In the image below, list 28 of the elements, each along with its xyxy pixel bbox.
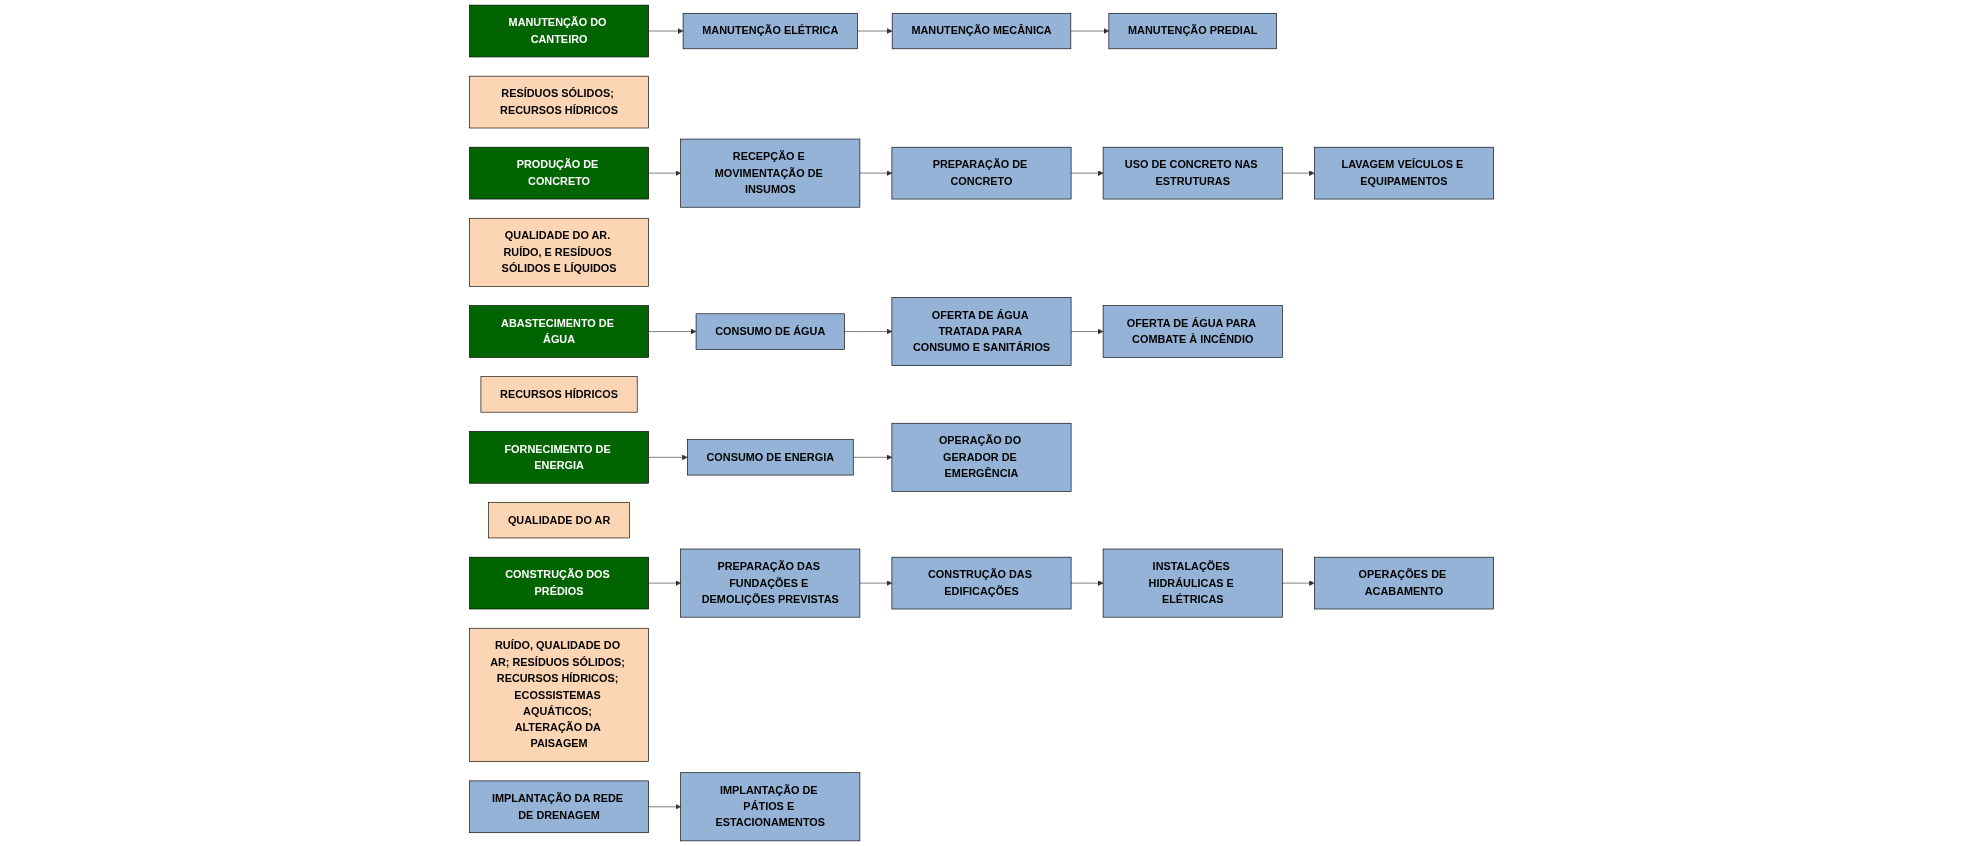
node-box: CONSUMO DE ÁGUA — [695, 313, 845, 350]
node-box: IMPLANTAÇÃO DE PÁTIOS E ESTACIONAMENTOS — [680, 772, 861, 842]
node-box: ABASTECIMENTO DE ÁGUA — [469, 305, 649, 358]
node-box: PREPARAÇÃO DE CONCRETO — [891, 146, 1072, 200]
node-box: PREPARAÇÃO DAS FUNDAÇÕES E DEMOLIÇÕES PREVISTAS — [680, 548, 861, 618]
node-box: QUALIDADE DO AR — [488, 502, 630, 539]
node-box: USO DE CONCRETO NAS ESTRUTURAS — [1102, 146, 1283, 200]
node-box: MANUTENÇÃO DO CANTEIRO — [469, 4, 649, 58]
node-box: LAVAGEM VEÍCULOS E EQUIPAMENTOS — [1314, 146, 1494, 200]
node-box: CONSTRUÇÃO DOS PRÉDIOS — [469, 556, 649, 610]
node-box: RESÍDUOS SÓLIDOS; RECURSOS HÍDRICOS — [469, 75, 649, 129]
node-box: QUALIDADE DO AR. RUÍDO, E RESÍDUOS SÓLIDOS E LÍQUIDOS — [469, 217, 649, 287]
node-box: MANUTENÇÃO ELÉTRICA — [682, 12, 858, 50]
node-box: PRODUÇÃO DE CONCRETO — [469, 146, 649, 200]
node-box: OPERAÇÕES DE ACABAMENTO — [1314, 556, 1494, 610]
node-box: IMPLANTAÇÃO DA REDE DE DRENAGEM — [469, 780, 649, 834]
node-box: RUÍDO, QUALIDADE DO AR; RESÍDUOS SÓLIDOS; RECURSOS HÍDRICOS; ECOSSISTEMAS AQUÁTICOS; ALTERAÇÃO DA PAISAGEM — [469, 627, 649, 762]
node-box: CONSTRUÇÃO DAS EDIFICAÇÕES — [891, 556, 1072, 610]
node-box: OFERTA DE ÁGUA PARA COMBATE À INCÊNDIO — [1102, 305, 1283, 358]
node-box: INSTALAÇÕES HIDRÁULICAS E ELÉTRICAS — [1102, 548, 1283, 618]
node-box: OFERTA DE ÁGUA TRATADA PARA CONSUMO E SANITÁRIOS — [891, 297, 1072, 366]
node-box: OPERAÇÃO DO GERADOR DE EMERGÊNCIA — [891, 422, 1072, 492]
node-box: RECURSOS HÍDRICOS — [480, 376, 638, 413]
node-box: MANUTENÇÃO PREDIAL — [1108, 12, 1277, 50]
node-box: CONSUMO DE ENERGIA — [686, 439, 854, 476]
node-box: MANUTENÇÃO MECÂNICA — [891, 12, 1072, 50]
node-box: FORNECIMENTO DE ENERGIA — [469, 431, 649, 484]
node-box: RECEPÇÃO E MOVIMENTAÇÃO DE INSUMOS — [680, 138, 861, 208]
